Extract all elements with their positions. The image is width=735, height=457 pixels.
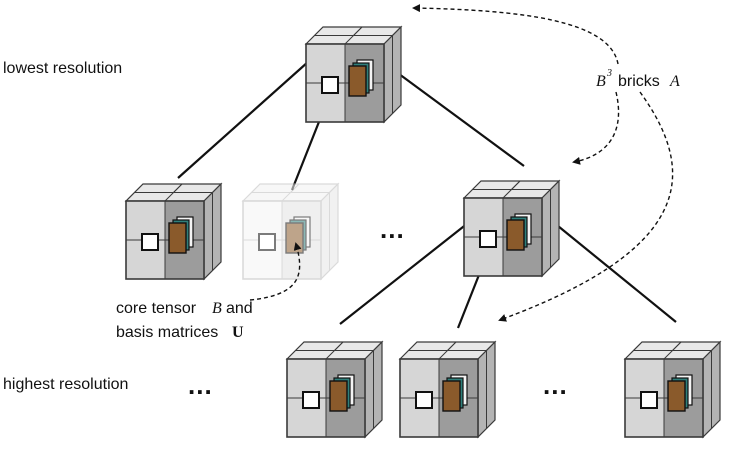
basis-matrices-text: basis matrices [116,324,218,341]
basis-matrix-slab [667,380,686,412]
basis-matrix-slab [285,222,304,254]
ellipsis-bottom-left: ... [188,370,213,400]
lowest-resolution-label: lowest resolution [3,60,122,77]
annotation-arrows [249,4,674,322]
bricks-label: B 3 bricks A [596,68,680,90]
ellipsis-middle-row: ... [380,214,405,244]
highest-resolution-label: highest resolution [3,376,128,393]
edge-right-to-bottom3 [557,225,677,323]
bricks-set-symbol: A [669,73,680,90]
core-tensor-and: and [226,300,253,317]
basis-matrix-slab [442,380,461,412]
core-tensor-symbol: B [212,300,222,317]
cube-faded [241,182,340,281]
bricks-exponent: 3 [606,68,612,79]
core-tensor-label: core tensor B and basis matrices U [116,300,253,341]
ellipsis-bottom-right: ... [543,370,568,400]
basis-matrix-slab [329,380,348,412]
basis-matrices-symbol: U [232,324,244,341]
basis-matrix-slab [506,219,525,251]
core-tensor-block [302,391,320,409]
cube-root [304,25,403,124]
edge-right-to-bottom1 [339,207,488,325]
cube-bottom-2 [398,340,497,439]
bricks-arrow-to-right-node [572,91,620,165]
core-tensor-block [415,391,433,409]
cube-left [124,182,223,281]
basis-matrix-slab [168,222,187,254]
core-tensor-block [321,76,339,94]
core-tensor-text: core tensor [116,300,197,317]
core-tensor-block [141,233,159,251]
core-tensor-arrow [249,242,302,301]
cube-bottom-3 [623,340,722,439]
bricks-arrow-to-bottom-node [498,91,674,322]
cube-group [124,25,722,439]
core-tensor-block [258,233,276,251]
core-tensor-block [479,230,497,248]
cube-right [462,179,561,278]
bricks-base-symbol: B [596,73,606,90]
basis-matrix-slab [348,65,367,97]
edge-root-to-left [177,44,328,179]
edge-root-to-right [394,70,525,167]
bricks-text: bricks [618,73,660,90]
core-tensor-block [640,391,658,409]
bricks-arrow-to-root [412,4,619,65]
cube-bottom-1 [285,340,384,439]
